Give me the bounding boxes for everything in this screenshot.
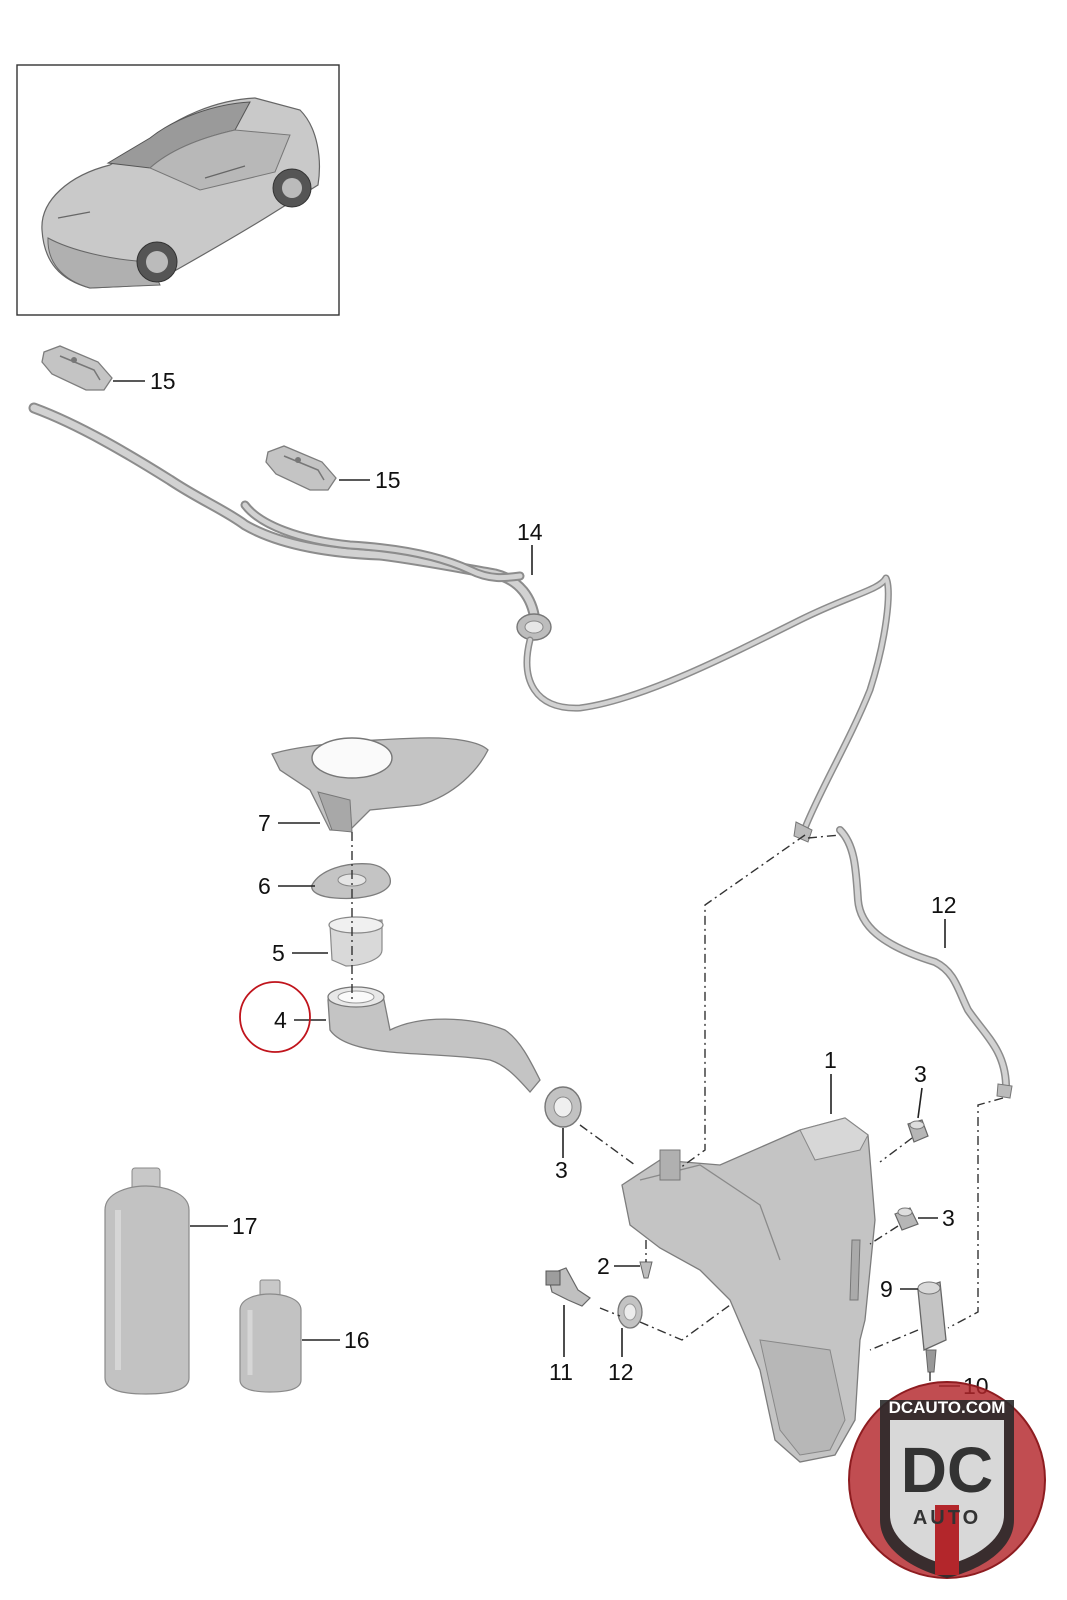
part-14-front-hose (28, 402, 892, 843)
callout-8[interactable]: 7 (258, 810, 271, 836)
watermark-monogram: DC (901, 1434, 993, 1506)
part-9-washer-pump (917, 1281, 947, 1373)
part-1-washer-reservoir (621, 1117, 876, 1463)
callout-7[interactable]: 6 (258, 873, 271, 899)
watermark-word: AUTO (913, 1507, 981, 1529)
callout-1[interactable]: 1 (824, 1047, 837, 1073)
part-17-fluid-bottle-large (104, 1167, 190, 1395)
part-15-spray-nozzle-right (265, 445, 337, 491)
highlight-circle (239, 981, 311, 1053)
callout-3-lower[interactable]: 3 (942, 1205, 955, 1231)
callout-15-lower[interactable]: 15 (375, 467, 401, 493)
part-11-level-sensor (545, 1267, 591, 1307)
callout-17[interactable]: 17 (232, 1213, 258, 1239)
leader-lines (113, 380, 960, 1387)
part-6-clamp-ring (328, 916, 384, 967)
part-15-spray-nozzle-left (41, 345, 113, 391)
part-4-grommet (544, 1086, 582, 1128)
callout-9[interactable]: 9 (880, 1276, 893, 1302)
part-16-fluid-bottle-small (239, 1279, 302, 1393)
part-3-rubber-buffer-lower (894, 1207, 919, 1231)
callout-15-upper[interactable]: 15 (150, 368, 176, 394)
part-13-rear-hose (836, 826, 1013, 1099)
callout-4[interactable]: 3 (555, 1157, 568, 1183)
vehicle-overview-thumbnail (16, 64, 340, 316)
callout-13[interactable]: 12 (931, 892, 957, 918)
callout-2[interactable]: 2 (597, 1253, 610, 1279)
watermark-site: DCAUTO.COM (889, 1398, 1006, 1417)
callout-labels: 15 15 14 7 6 5 4 12 1 3 3 3 2 9 11 12 10… (150, 368, 989, 1399)
callout-6[interactable]: 5 (272, 940, 285, 966)
part-8-cover-plate (271, 737, 489, 833)
assembly-lines (351, 832, 1004, 1384)
dcauto-watermark: DCAUTO.COM DC AUTO (848, 1381, 1046, 1579)
part-12-grommet (617, 1295, 643, 1329)
part-3-rubber-buffer-upper (907, 1119, 929, 1143)
callout-12[interactable]: 12 (608, 1359, 634, 1385)
part-5-filler-neck (327, 986, 541, 1093)
part-7-seal (311, 863, 391, 900)
callout-16[interactable]: 16 (344, 1327, 370, 1353)
callout-5[interactable]: 4 (274, 1007, 287, 1033)
callout-3-upper[interactable]: 3 (914, 1061, 927, 1087)
part-2-clip (639, 1261, 653, 1279)
callout-14[interactable]: 14 (517, 519, 543, 545)
callout-11[interactable]: 11 (549, 1359, 573, 1385)
sports-car-image (41, 97, 320, 289)
